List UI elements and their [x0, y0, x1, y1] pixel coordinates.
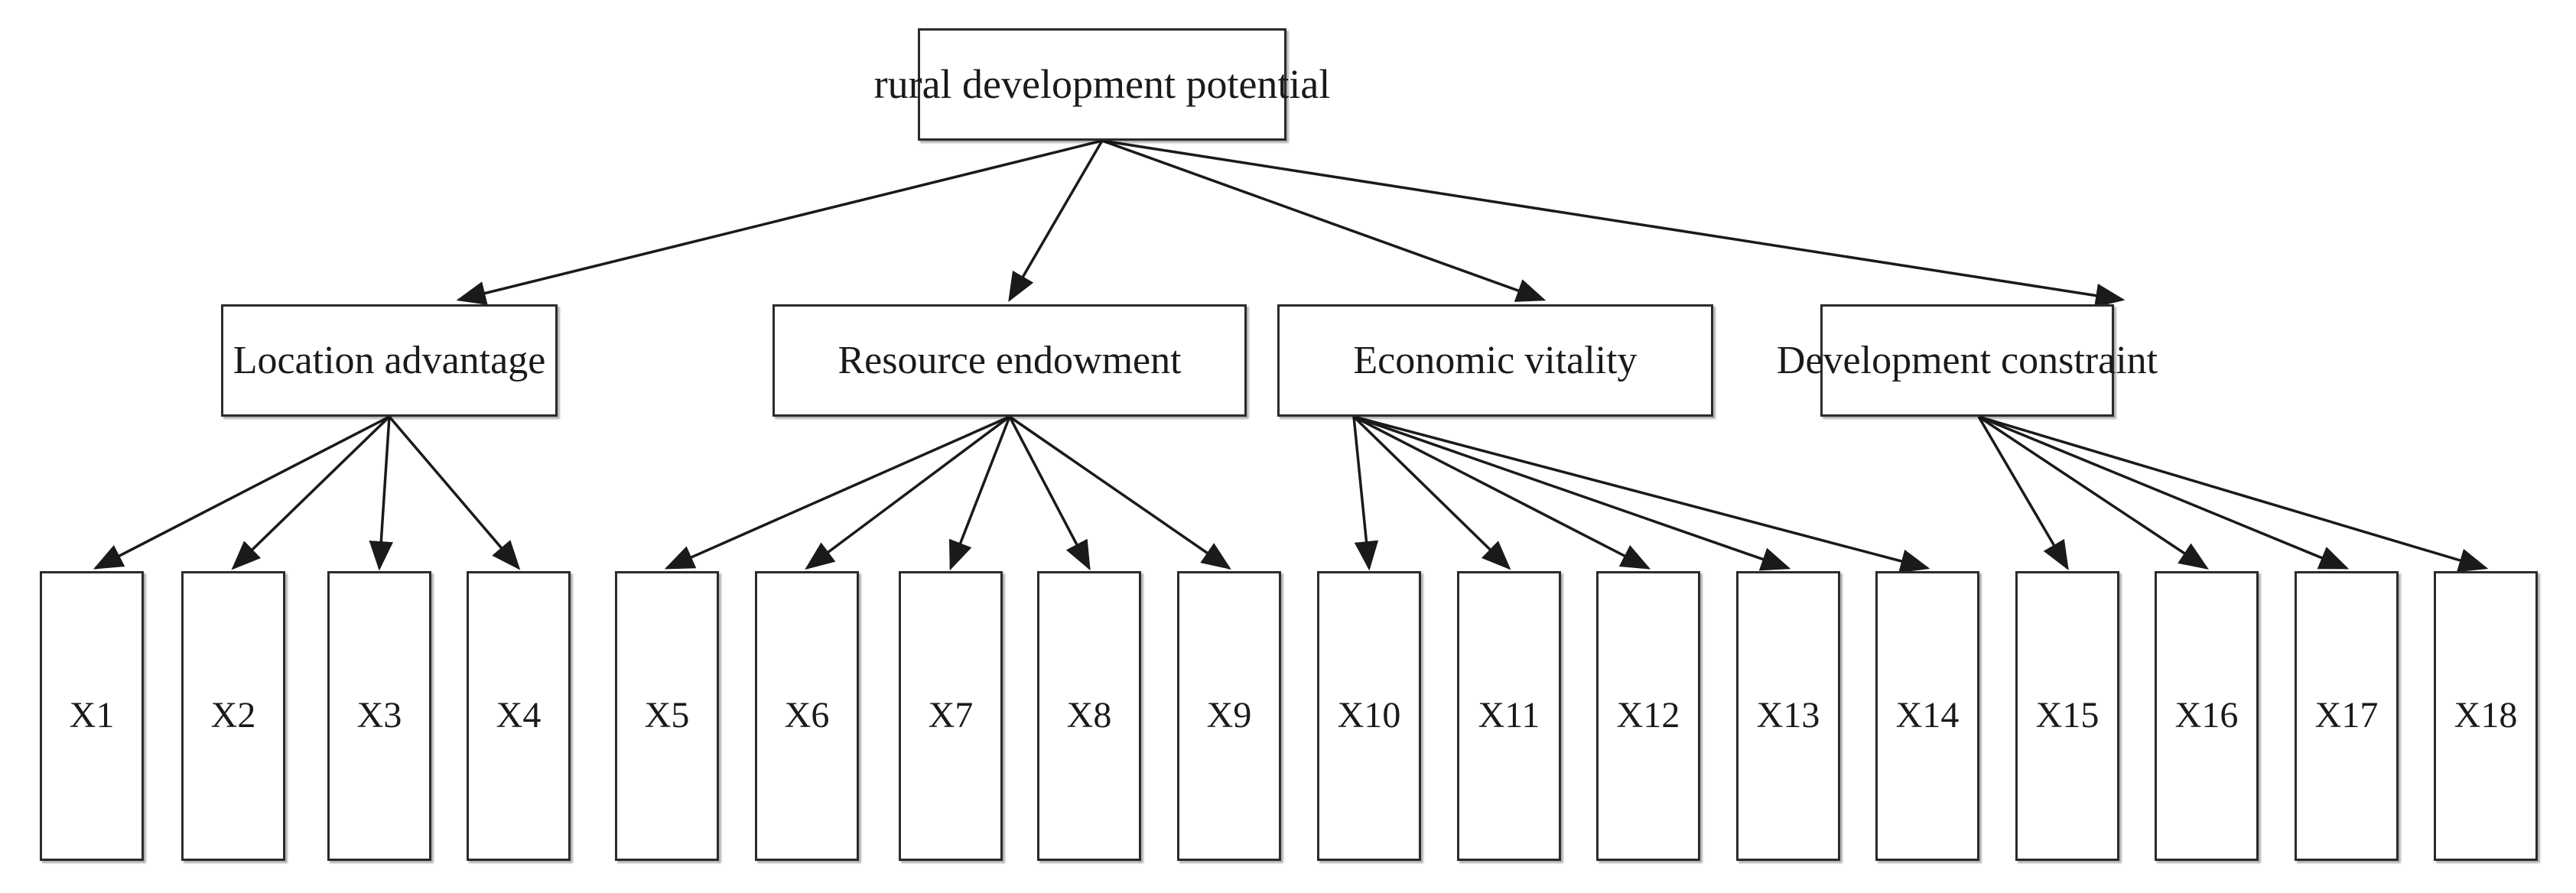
- node-indicator-x15[interactable]: X15: [2015, 571, 2119, 861]
- node-category-label: Resource endowment: [838, 338, 1182, 382]
- node-indicator-x7[interactable]: X7: [899, 571, 1003, 861]
- node-indicator-label: X6: [784, 695, 830, 736]
- node-indicator-x18[interactable]: X18: [2434, 571, 2538, 861]
- edge-cat4-X16: [1978, 415, 2209, 570]
- node-category-label: Development constraint: [1776, 338, 2158, 382]
- node-indicator-x10[interactable]: X10: [1317, 571, 1421, 861]
- edge-cat3-X10: [1352, 416, 1379, 571]
- edge-root-cat2: [1008, 140, 1104, 303]
- edge-cat3-X14: [1353, 415, 1930, 573]
- edge-cat2-X5: [664, 415, 1010, 570]
- node-indicator-label: X3: [356, 695, 402, 736]
- edge-cat1-X3: [369, 416, 394, 571]
- edge-cat4-to-indicators: [1977, 415, 2489, 573]
- node-indicator-label: X13: [1756, 695, 1820, 736]
- node-indicator-label: X7: [928, 695, 974, 736]
- node-indicator-label: X17: [2314, 695, 2379, 736]
- node-indicator-label: X18: [2454, 695, 2518, 736]
- edge-cat4-X18: [1978, 415, 2489, 573]
- edge-cat2-to-indicators: [664, 415, 1231, 571]
- edge-root-cat4: [1101, 139, 2126, 308]
- node-indicator-label: X5: [644, 695, 690, 736]
- edge-root-cat3: [1101, 139, 1547, 302]
- node-category-location-advantage[interactable]: Location advantage: [221, 304, 558, 417]
- edge-cat2-X6: [805, 415, 1011, 570]
- edge-cat2-X9: [1009, 415, 1231, 570]
- node-indicator-label: X8: [1066, 695, 1112, 736]
- edge-cat3-to-indicators: [1352, 415, 1930, 573]
- node-indicator-label: X11: [1478, 695, 1540, 736]
- edge-cat1-X2: [231, 415, 391, 570]
- node-category-label: Economic vitality: [1353, 338, 1638, 382]
- node-indicator-x3[interactable]: X3: [327, 571, 431, 861]
- edge-cat3-X13: [1353, 415, 1791, 571]
- edge-cat3-X11: [1352, 415, 1511, 570]
- node-indicator-label: X10: [1337, 695, 1401, 736]
- node-indicator-x1[interactable]: X1: [40, 571, 144, 861]
- node-indicator-label: X2: [210, 695, 256, 736]
- node-indicator-x12[interactable]: X12: [1596, 571, 1700, 861]
- edge-cat1-X1: [93, 415, 390, 570]
- node-indicator-label: X1: [69, 695, 115, 736]
- edge-root-cat1: [456, 139, 1103, 305]
- edge-cat2-X8: [1008, 416, 1091, 571]
- node-indicator-label: X15: [2035, 695, 2100, 736]
- node-indicator-x14[interactable]: X14: [1875, 571, 1979, 861]
- node-indicator-label: X9: [1206, 695, 1252, 736]
- node-category-resource-endowment[interactable]: Resource endowment: [772, 304, 1247, 417]
- node-indicator-x16[interactable]: X16: [2155, 571, 2259, 861]
- node-root[interactable]: rural development potential: [874, 28, 1330, 141]
- node-indicator-x6[interactable]: X6: [755, 571, 859, 861]
- edge-cat3-X12: [1353, 415, 1651, 570]
- node-indicator-label: X16: [2174, 695, 2239, 736]
- node-indicator-x17[interactable]: X17: [2295, 571, 2399, 861]
- edge-cat2-X7: [949, 416, 1011, 571]
- node-indicator-x2[interactable]: X2: [181, 571, 285, 861]
- node-indicator-x4[interactable]: X4: [467, 571, 571, 861]
- edge-cat1-to-indicators: [93, 415, 521, 571]
- node-category-economic-vitality[interactable]: Economic vitality: [1277, 304, 1713, 417]
- edge-cat1-X4: [388, 415, 521, 570]
- edge-cat4-X15: [1977, 416, 2069, 571]
- node-category-label: Location advantage: [233, 338, 546, 382]
- node-indicator-x13[interactable]: X13: [1736, 571, 1840, 861]
- edge-root-to-categories: [456, 139, 2126, 308]
- node-category-development-constraint[interactable]: Development constraint: [1777, 304, 2158, 417]
- node-indicator-x9[interactable]: X9: [1177, 571, 1281, 861]
- node-indicator-x5[interactable]: X5: [615, 571, 719, 861]
- node-root-label: rural development potential: [873, 60, 1331, 107]
- node-indicator-label: X12: [1616, 695, 1680, 736]
- edge-cat4-X17: [1978, 415, 2350, 570]
- node-indicator-label: X4: [496, 695, 542, 736]
- node-indicator-x11[interactable]: X11: [1457, 571, 1561, 861]
- node-indicator-x8[interactable]: X8: [1037, 571, 1141, 861]
- node-indicator-label: X14: [1895, 695, 1960, 736]
